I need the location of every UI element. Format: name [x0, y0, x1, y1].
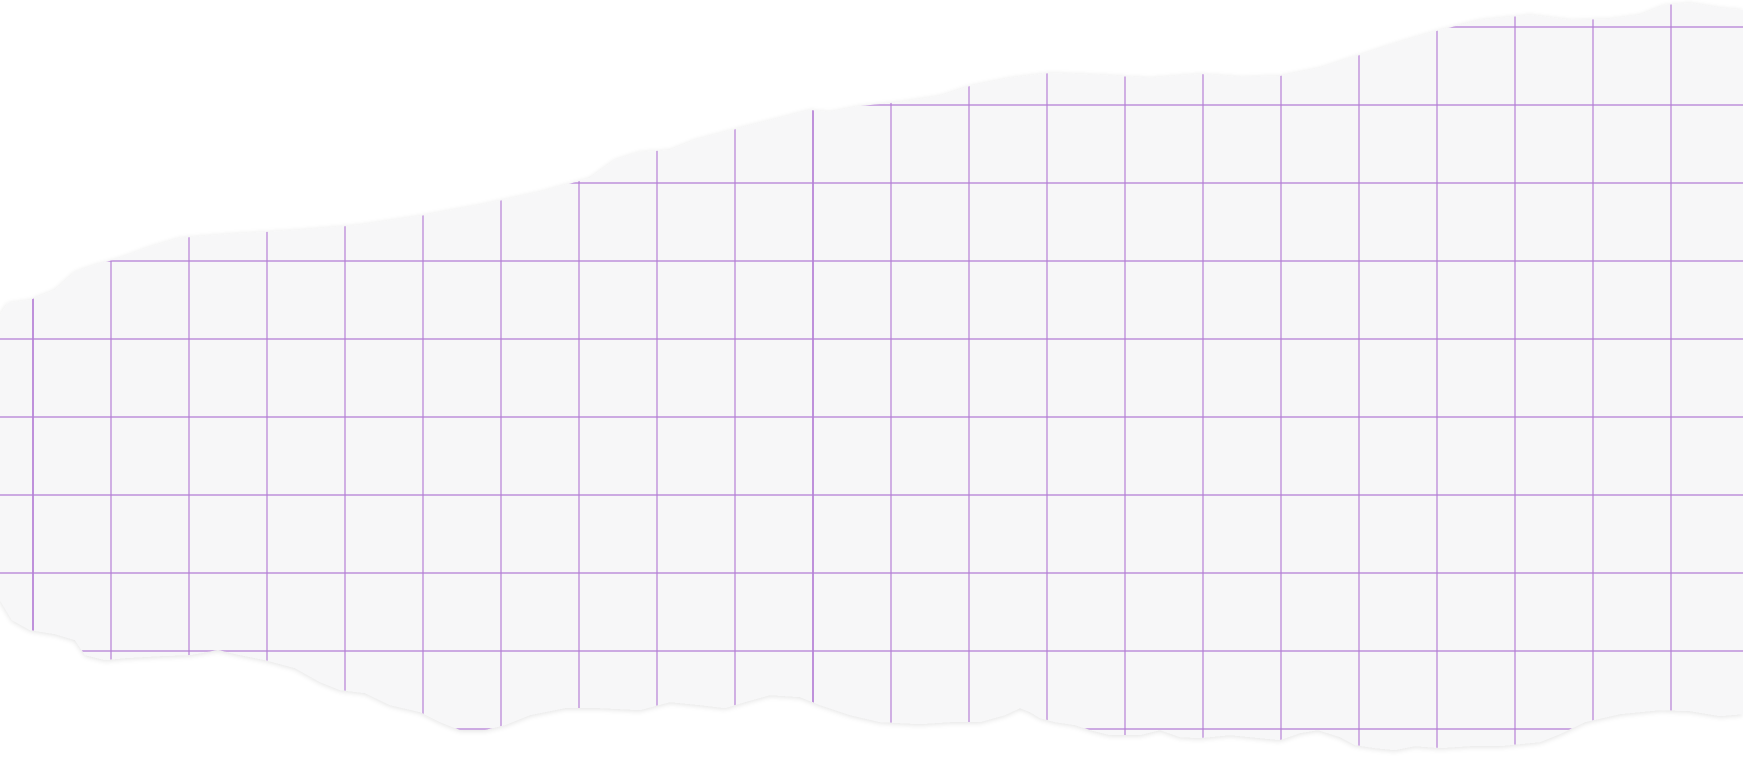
paper-body	[0, 3, 1743, 750]
paper-sheet	[0, 3, 1743, 750]
